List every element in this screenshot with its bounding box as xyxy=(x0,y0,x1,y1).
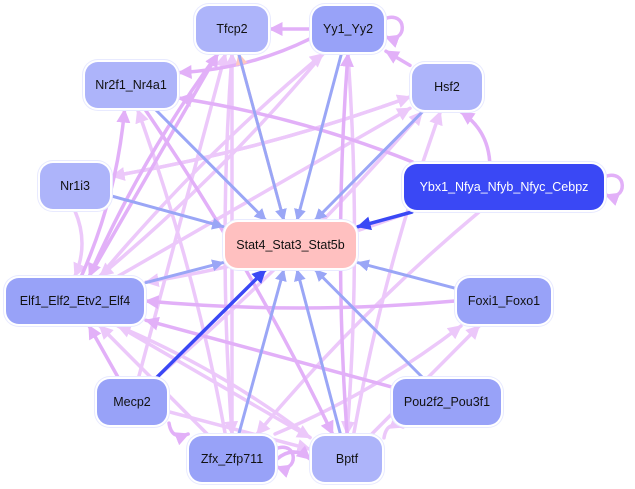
edge-foxi1-to-elf xyxy=(144,295,457,310)
edge-elf-to-stat xyxy=(144,259,225,285)
node-label: Hsf2 xyxy=(434,80,460,94)
node-pou2f2[interactable]: Pou2f2_Pou3f1 xyxy=(393,379,501,425)
node-label: Ybx1_Nfya_Nfyb_Nfyc_Cebpz xyxy=(419,180,589,194)
node-label: Nr2f1_Nr4a1 xyxy=(95,78,167,92)
edge-nr2f1_nr4a1-to-bptf xyxy=(143,108,335,436)
node-label: Zfx_Zfp711 xyxy=(200,452,264,466)
node-label: Bptf xyxy=(335,452,359,466)
node-label: Elf1_Elf2_Etv2_Elf4 xyxy=(19,294,131,308)
edge-pou2f2-to-elf xyxy=(144,316,393,389)
node-label: Stat4_Stat3_Stat5b xyxy=(236,238,345,252)
edge-pou2f2-to-stat xyxy=(313,268,424,379)
edge-ybx1-to-stat xyxy=(356,210,414,231)
edge-nr1i3-to-elf xyxy=(73,209,87,278)
edge-mecp2-to-zfx xyxy=(167,421,190,446)
node-tfcp2[interactable]: Tfcp2 xyxy=(196,6,268,52)
node-zfx[interactable]: Zfx_Zfp711 xyxy=(189,436,275,482)
edge-tfcp2-to-stat xyxy=(237,52,287,222)
node-yy1_yy2[interactable]: Yy1_Yy2 xyxy=(312,6,384,52)
node-nr1i3[interactable]: Nr1i3 xyxy=(40,163,110,209)
edge-zfx-to-stat xyxy=(237,268,287,436)
node-mecp2[interactable]: Mecp2 xyxy=(97,379,167,425)
edge-bptf-to-pou2f2 xyxy=(382,415,405,440)
edge-yy1_yy2-to-yy1_yy2 xyxy=(382,15,404,48)
edge-ybx1-to-ybx1 xyxy=(602,173,624,206)
edge-yy1_yy2-to-stat xyxy=(294,52,343,222)
node-label: Yy1_Yy2 xyxy=(322,22,374,36)
node-nr2f1_nr4a1[interactable]: Nr2f1_Nr4a1 xyxy=(85,62,177,108)
edge-hsf2-to-stat xyxy=(313,110,424,222)
node-label: Tfcp2 xyxy=(216,22,248,36)
edge-zfx-to-foxi1 xyxy=(273,324,463,436)
edge-tfcp2-to-elf xyxy=(87,52,220,278)
edge-elf-to-tfcp2 xyxy=(87,52,220,278)
node-label: Foxi1_Foxo1 xyxy=(467,294,541,308)
node-label: Nr1i3 xyxy=(60,179,90,193)
node-elf[interactable]: Elf1_Elf2_Etv2_Elf4 xyxy=(6,278,144,324)
edge-elf-to-hsf2 xyxy=(116,106,412,278)
edge-hsf2-to-yy1_yy2 xyxy=(384,49,412,68)
node-foxi1[interactable]: Foxi1_Foxo1 xyxy=(457,278,551,324)
edge-nr2f1_nr4a1-to-stat xyxy=(154,108,268,222)
edge-mecp2-to-elf xyxy=(87,324,120,379)
edge-zfx-to-zfx xyxy=(273,445,295,478)
node-label: Mecp2 xyxy=(113,395,151,409)
edge-ybx1-to-hsf2 xyxy=(459,110,492,164)
node-hsf2[interactable]: Hsf2 xyxy=(412,64,482,110)
node-stat[interactable]: Stat4_Stat3_Stat5b xyxy=(225,222,356,268)
node-ybx1[interactable]: Ybx1_Nfya_Nfyb_Nfyc_Cebpz xyxy=(404,164,604,210)
edge-mecp2-to-stat xyxy=(155,268,268,379)
edge-bptf-to-stat xyxy=(294,268,342,436)
edge-elf-to-bptf xyxy=(116,324,312,440)
edge-foxi1-to-stat xyxy=(356,259,457,290)
edge-nr1i3-to-stat xyxy=(110,194,225,230)
node-bptf[interactable]: Bptf xyxy=(312,436,382,482)
edge-zfx-to-bptf xyxy=(275,445,312,461)
node-label: Pou2f2_Pou3f1 xyxy=(403,395,491,409)
edge-bptf-to-elf xyxy=(116,324,312,440)
